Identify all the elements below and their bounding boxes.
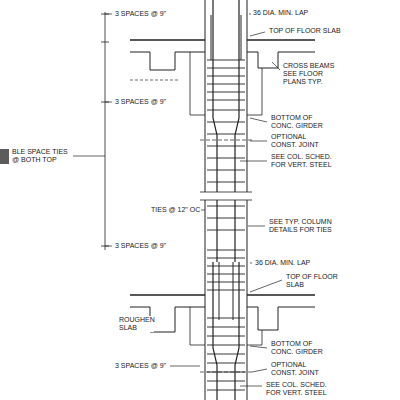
column-tie <box>207 266 245 267</box>
note-label: ROUGHEN SLAB <box>118 316 154 332</box>
column-tie <box>207 250 245 251</box>
leader-line <box>240 14 282 386</box>
construction-joint <box>200 140 252 372</box>
column-face <box>205 0 206 192</box>
vertical-bar <box>213 0 239 192</box>
column-tie <box>207 60 245 61</box>
column-tie <box>207 84 245 85</box>
slab-steel <box>130 80 180 81</box>
column-tie <box>207 230 245 231</box>
column-tie <box>207 345 245 346</box>
column-tie <box>207 68 245 69</box>
slab-top <box>130 39 315 40</box>
note-label: BOTTOM OF CONC. GIRDER <box>270 114 324 130</box>
column-tie <box>207 170 245 171</box>
column-tie <box>207 218 245 219</box>
column-tie <box>207 354 245 355</box>
vertical-bar <box>217 200 235 262</box>
note-label: 3 SPACES @ 9" <box>114 98 167 106</box>
note-label: OPTIONAL CONST. JOINT <box>270 133 330 149</box>
column-tie <box>207 258 245 259</box>
column-face <box>247 0 248 192</box>
column-tie <box>207 76 245 77</box>
vertical-bar <box>213 262 239 400</box>
note-label: 3 SPACES @ 9" <box>114 10 167 18</box>
smudge <box>0 149 9 164</box>
note-label: CROSS BEAMS SEE FLOOR PLANS TYP. <box>282 62 348 86</box>
note-label: OPTIONAL CONST. JOINT <box>270 361 330 377</box>
column-tie <box>207 182 245 183</box>
column-tie <box>207 122 245 123</box>
note-label: 36 DIA. MIN. LAP <box>252 9 309 17</box>
column-tie <box>207 206 245 207</box>
girder-outline <box>190 307 262 345</box>
column-tie <box>207 282 245 283</box>
column-tie <box>207 146 245 147</box>
column-tie <box>207 100 245 101</box>
column-tie <box>207 318 245 319</box>
slab-beam-outline <box>130 307 315 332</box>
column-tie <box>207 381 245 382</box>
note-label: BLE SPACE TIES @ BOTH TOP <box>11 148 73 164</box>
slab-top <box>130 294 315 295</box>
lap-bar <box>219 262 233 320</box>
note-label: BOTTOM OF CONC. GIRDER <box>270 340 324 356</box>
lap-bar <box>211 15 241 60</box>
break-line <box>200 192 252 200</box>
column-tie <box>207 363 245 364</box>
dimension-tick <box>101 14 109 246</box>
column-face <box>247 200 248 400</box>
column-tie <box>207 274 245 275</box>
note-label: TOP OF FLOOR SLAB <box>285 273 341 289</box>
column-tie <box>207 336 245 337</box>
note-label: 3 SPACES @ 9" <box>114 242 167 250</box>
column-face <box>205 200 206 400</box>
column-tie <box>207 390 245 391</box>
note-label: TOP OF FLOOR SLAB <box>268 27 342 35</box>
note-label: SEE TYP. COLUMN DETAILS FOR TIES <box>268 218 342 234</box>
note-label: SEE COL. SCHED. FOR VERT. STEEL <box>270 153 338 169</box>
note-label: 3 SPACES @ 9" <box>114 362 167 370</box>
column-tie <box>207 110 245 111</box>
note-label: TIES @ 12" OC <box>150 206 201 214</box>
column-tie <box>207 327 245 328</box>
column-tie <box>207 92 245 93</box>
girder-outline <box>190 52 262 115</box>
note-label: 36 DIA. MIN. LAP <box>254 259 311 267</box>
column-tie <box>207 158 245 159</box>
column-tie <box>207 290 245 291</box>
leader-line <box>170 366 200 367</box>
column-tie <box>207 134 245 135</box>
dimension-line <box>105 12 106 250</box>
column-tie <box>207 372 245 373</box>
note-label: SEE COL. SCHED. FOR VERT. STEEL <box>265 381 333 397</box>
leader-line <box>72 14 112 246</box>
